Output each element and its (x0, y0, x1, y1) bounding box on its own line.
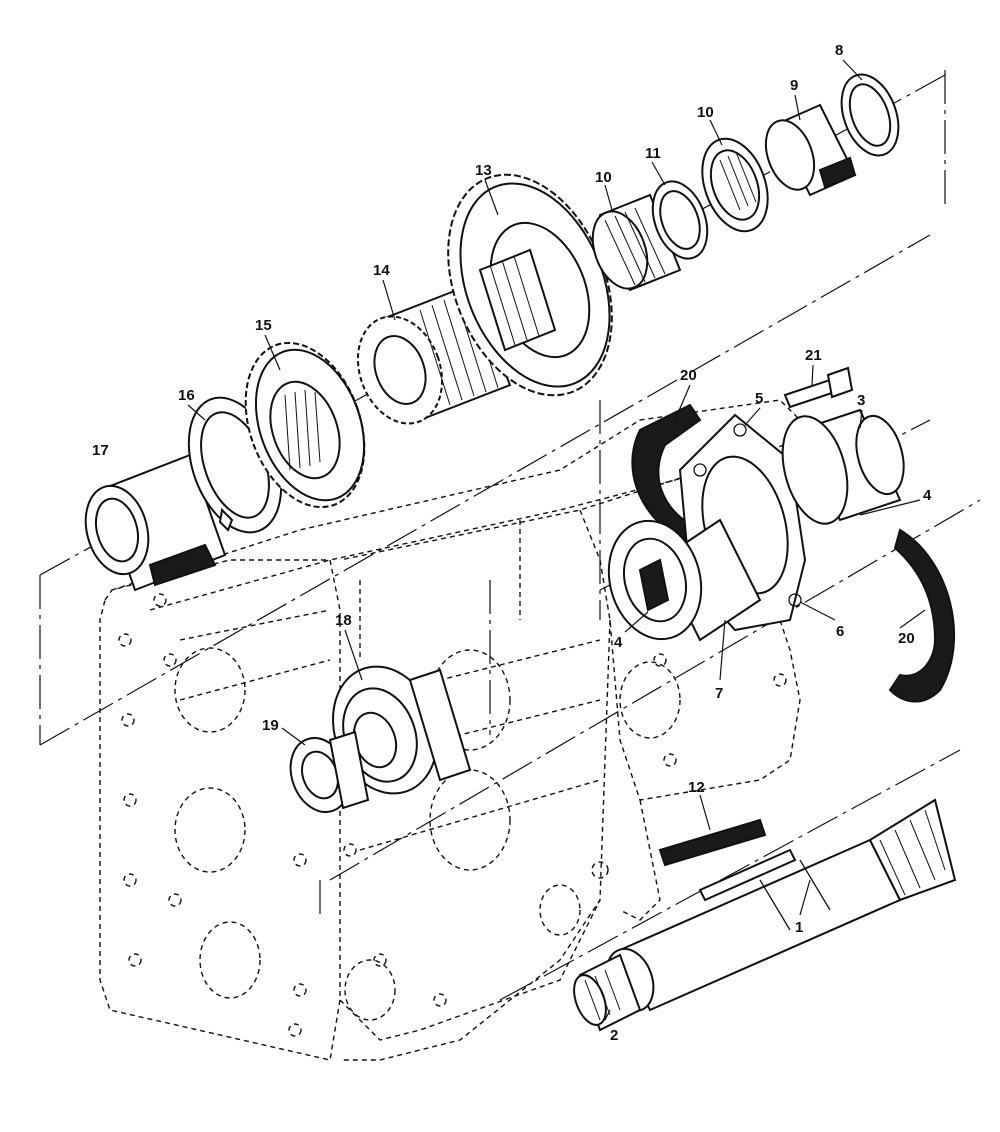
callout-14: 14 (373, 262, 390, 279)
part-12-key (658, 818, 767, 867)
part-21-bolt (783, 366, 854, 409)
part-11-spacer-ring (651, 180, 709, 260)
callout-18: 18 (335, 612, 352, 629)
callout-9: 9 (790, 77, 798, 94)
part-3-bearing-cup (781, 408, 905, 525)
callout-15: 15 (255, 317, 272, 334)
part-4-bearing-cone (607, 518, 762, 642)
part-10-bearing-outer (701, 137, 769, 233)
callout-7: 7 (715, 685, 723, 702)
callout-13: 13 (475, 162, 492, 179)
part-8-washer (840, 73, 900, 157)
callout-2: 2 (610, 1027, 618, 1044)
callout-3: 3 (857, 392, 865, 409)
callout-4: 4 (923, 487, 932, 504)
part-1-pinion-shaft (605, 798, 957, 1012)
part-19-lock-nut (289, 730, 370, 813)
callout-21: 21 (805, 347, 822, 364)
part-13-large-gear (447, 173, 613, 397)
callout-16: 16 (178, 387, 195, 404)
part-20-shim-lower (888, 528, 956, 703)
callout-4: 4 (614, 634, 623, 651)
callout-6: 6 (836, 623, 844, 640)
callout-11: 11 (645, 145, 661, 162)
part-9-sleeve (764, 103, 857, 197)
callout-1: 1 (795, 919, 803, 936)
callout-12: 12 (688, 779, 705, 796)
callout-20: 20 (898, 630, 915, 647)
callout-5: 5 (755, 390, 763, 407)
callout-20: 20 (680, 367, 697, 384)
callout-8: 8 (835, 42, 843, 59)
part-10-bearing-inner (591, 193, 682, 292)
callout-17: 17 (92, 442, 109, 459)
callout-10: 10 (697, 104, 714, 121)
callout-19: 19 (262, 717, 279, 734)
part-17-bushing (84, 453, 227, 592)
callout-labels: 8 9 10 11 10 13 14 15 16 17 21 20 5 3 4 … (92, 42, 932, 1044)
part-15-gear (244, 341, 366, 509)
leader-lines (187, 59, 926, 1021)
callout-10: 10 (595, 169, 612, 186)
part-2-splined-end (573, 953, 642, 1032)
